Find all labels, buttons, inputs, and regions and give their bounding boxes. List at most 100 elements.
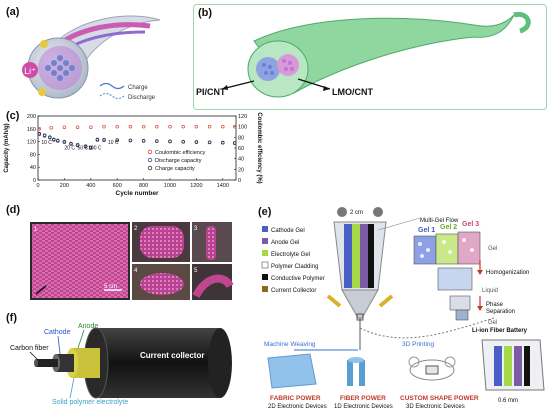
x-tick-label: 1000 — [164, 183, 176, 189]
panel-b-label: (b) — [198, 7, 213, 19]
panel-d: (d) 1 5 cm 2 3 4 5 — [0, 200, 250, 302]
charge-legend: Charge — [128, 85, 148, 91]
rate-label: 100 C — [88, 146, 102, 152]
data-point-charge-capacity — [95, 137, 100, 142]
y-tick-label: 120 — [27, 140, 36, 146]
photo-1-number: 1 — [34, 227, 38, 233]
y-tick-label: 80 — [30, 152, 36, 158]
data-point-charge-capacity — [207, 140, 212, 144]
data-point-coulombic-efficiency — [168, 124, 172, 129]
y2-tick-label: 0 — [238, 178, 241, 184]
data-point-charge-capacity — [48, 135, 52, 139]
rate-label: 50 C — [78, 146, 89, 152]
legend-label: Discharge capacity — [155, 158, 202, 164]
panel-c-label: (c) — [6, 110, 20, 122]
phase-label: Phase — [486, 302, 504, 308]
photo-4-number: 4 — [134, 268, 138, 274]
data-point-charge-capacity — [37, 131, 42, 136]
panel-b: (b) PI/CNT LMO/CNT — [193, 4, 547, 110]
current-collector-label: Current collector — [140, 351, 204, 360]
data-point-coulombic-efficiency — [232, 124, 237, 129]
rate-label: 20 C — [64, 146, 75, 152]
data-point-charge-capacity — [155, 139, 159, 143]
panel-e-label: (e) — [258, 206, 272, 218]
panel-f: (f) Current collector Carbon fiber Catho… — [0, 308, 250, 414]
x-tick-label: 400 — [86, 183, 95, 189]
data-point-coulombic-efficiency — [49, 125, 53, 130]
nozzle-scale-label: 2 cm — [350, 210, 363, 216]
x-tick-label: 1200 — [190, 183, 202, 189]
data-point-charge-capacity — [42, 133, 47, 137]
gel-2-label: Gel 2 — [440, 224, 457, 231]
custom-shape-sub: 3D Electronic Devices — [406, 404, 465, 410]
legend-marker — [147, 165, 153, 171]
panel-e: (e) Cathode Gel Anode Gel Electrolyte Ge… — [254, 200, 550, 414]
data-point-coulombic-efficiency — [62, 125, 67, 129]
data-point-charge-capacity — [62, 139, 67, 144]
electrolyte-label: Solid polymer electrolyte — [52, 399, 128, 406]
x-tick-label: 0 — [36, 183, 39, 189]
data-point-charge-capacity — [181, 139, 185, 144]
fiber-cross-section-illustration: PI/CNT LMO/CNT — [196, 11, 531, 98]
data-point-coulombic-efficiency — [115, 124, 119, 129]
cathode-label: Cathode — [44, 329, 71, 336]
data-point-coulombic-efficiency — [89, 125, 93, 129]
data-point-coulombic-efficiency — [102, 124, 106, 129]
gel-bottom-label: Gel — [488, 320, 497, 326]
lmo-cnt-label: LMO/CNT — [332, 87, 373, 97]
rate-label: 10 C — [41, 140, 52, 146]
multi-gel-printing-illustration: Cathode Gel Anode Gel Electrolyte Gel Po… — [261, 207, 545, 410]
coaxial-battery-illustration: Current collector Carbon fiber Cathode A… — [10, 323, 232, 406]
data-point-coulombic-efficiency — [155, 124, 159, 129]
gel-flow-title: Multi-Gel Flow — [420, 218, 459, 224]
printing-label: 3D Printing — [402, 341, 435, 348]
y2-tick-label: 40 — [238, 157, 244, 163]
fiber-battery-illustration: Li⁺ Charge Discharge — [22, 15, 161, 101]
fiber-arrow-icon — [35, 285, 47, 295]
fiber-power-title: FIBER POWER — [340, 395, 386, 402]
y2-tick-label: 20 — [238, 167, 244, 173]
y2-tick-label: 60 — [238, 146, 244, 152]
material-legend: Cathode Gel Anode Gel Electrolyte Gel Po… — [261, 226, 325, 294]
data-point-coulombic-efficiency — [194, 124, 199, 129]
photo-5-number: 5 — [194, 268, 198, 274]
legend-current-collector: Current Collector — [271, 288, 316, 294]
y-axis-label: Capacity (mAh/g) — [4, 123, 10, 172]
data-point-charge-capacity — [232, 141, 237, 145]
x-tick-label: 200 — [60, 183, 69, 189]
fabric-power-title: FABRIC POWER — [270, 395, 321, 402]
y2-tick-label: 100 — [238, 125, 247, 131]
legend-marker — [147, 157, 153, 163]
woven-fabric-photos: 1 5 cm 2 3 4 5 — [30, 222, 234, 300]
gel-3-label: Gel 3 — [462, 221, 479, 228]
data-point-charge-capacity — [115, 138, 119, 142]
panel-f-label: (f) — [6, 312, 17, 324]
data-point-charge-capacity — [89, 145, 93, 150]
separation-label: Separation — [486, 309, 515, 315]
fiber-power-sub: 1D Electronic Devices — [334, 404, 393, 410]
custom-shape-title: CUSTOM SHAPE POWER — [400, 395, 479, 402]
data-point-charge-capacity — [52, 137, 56, 142]
data-point-coulombic-efficiency — [221, 124, 225, 129]
legend-label: Coulombic efficiency — [155, 150, 206, 156]
homogenization-label: Homogenization — [486, 270, 529, 276]
y2-axis-label: Coulombic efficiency (%) — [256, 112, 262, 183]
legend-anode-gel: Anode Gel — [271, 240, 299, 246]
y-tick-label: 160 — [27, 127, 36, 133]
rate-label: 10 C — [108, 140, 119, 146]
battery-scale-label: 0.6 mm — [498, 398, 518, 404]
discharge-legend: Discharge — [128, 95, 156, 101]
liquid-label: Liquid — [482, 288, 498, 294]
data-point-charge-capacity — [194, 140, 199, 144]
machine-weaving-label: Machine Weaving — [264, 341, 316, 348]
carbon-fiber-label: Carbon fiber — [10, 345, 49, 352]
anode-label: Anode — [78, 323, 98, 330]
photo-3-number: 3 — [194, 226, 198, 232]
scale-bar-label: 5 cm — [104, 284, 117, 290]
data-point-coulombic-efficiency — [141, 124, 146, 129]
panel-d-label: (d) — [6, 204, 21, 216]
data-point-coulombic-efficiency — [37, 127, 42, 131]
y-tick-label: 0 — [33, 178, 36, 184]
